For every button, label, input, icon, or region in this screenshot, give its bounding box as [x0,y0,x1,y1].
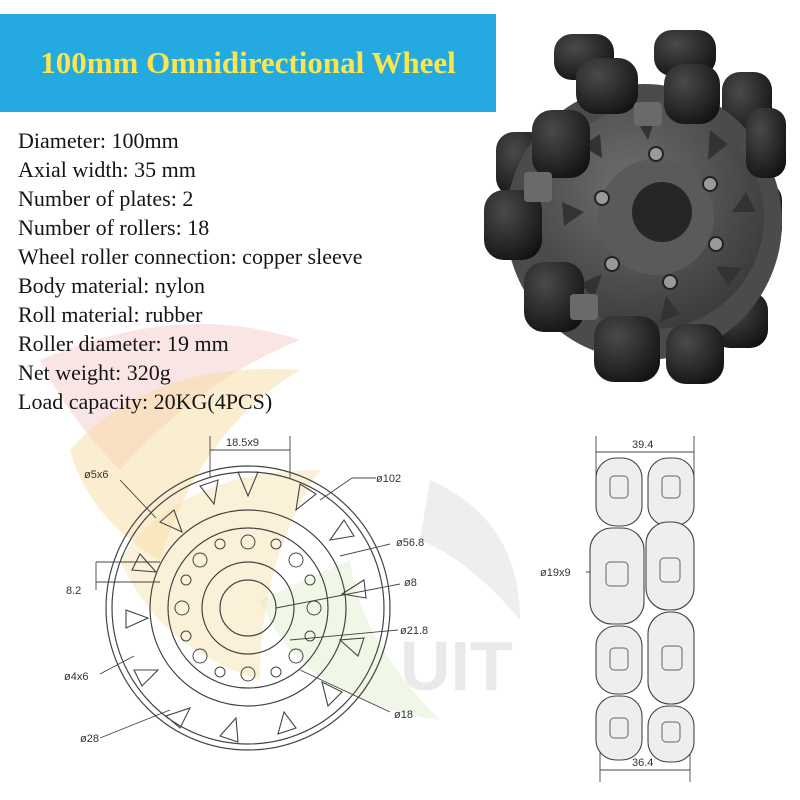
spec-roller-diameter: Roller diameter: 19 mm [18,331,229,356]
dim-18-label: ø18 [394,709,413,721]
dim-21-8-label: ø21.8 [400,625,428,637]
dim-8-label: ø8 [404,577,417,589]
spec-diameter: Diameter: 100mm [18,128,179,153]
dim-5x6-label: ø5x6 [84,469,108,481]
spec-net-weight: Net weight: 320g [18,360,171,385]
dim-56-8-label: ø56.8 [396,537,424,549]
front-view-drawing: 18.5x9 ø5x6 ø102 ø56.8 8.2 ø8 ø21.8 ø4x6… [64,436,428,751]
dim-39-4-label: 39.4 [632,439,653,451]
spec-connection: Wheel roller connection: copper sleeve [18,244,363,269]
spec-load-capacity: Load capacity: 20KG(4PCS) [18,389,273,414]
dim-102-label: ø102 [376,473,401,485]
spec-plates: Number of plates: 2 [18,186,194,211]
side-view-drawing: 39.4 ø19x9 36.4 [540,436,695,782]
spec-rollers: Number of rollers: 18 [18,215,210,240]
watermark-text: UIT [400,627,513,705]
center-bore [219,579,277,637]
dim-28-label: ø28 [80,733,99,745]
hub-circle [167,527,329,689]
title-banner: 100mm Omnidirectional Wheel [0,14,496,112]
spec-axial-width: Axial width: 35 mm [18,157,196,182]
spec-body-material: Body material: nylon [18,273,205,298]
dim-4x6-label: ø4x6 [64,671,88,683]
dim-roller-label: ø19x9 [540,567,571,579]
wheel-photo [484,30,786,384]
dim-top-label: 18.5x9 [226,437,259,449]
dim-36-4-label: 36.4 [632,757,653,769]
outer-rim [105,465,391,751]
dim-8-2-label: 8.2 [66,585,81,597]
page-title: 100mm Omnidirectional Wheel [40,45,456,80]
spec-list: Diameter: 100mm Axial width: 35 mm Numbe… [18,126,363,416]
roller-outline [595,457,643,527]
spec-roll-material: Roll material: rubber [18,302,203,327]
